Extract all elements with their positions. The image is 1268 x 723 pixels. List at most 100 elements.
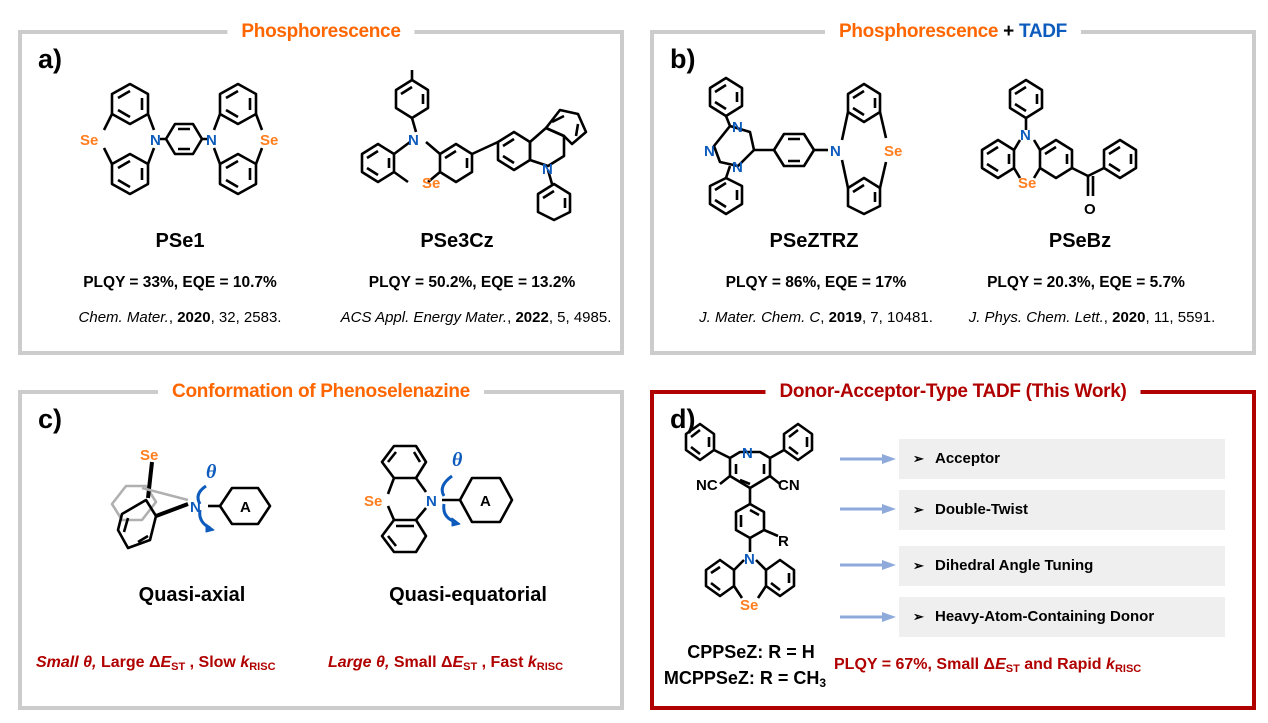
feature-label: Dihedral Angle Tuning <box>935 557 1094 574</box>
r-substituent-label: R <box>778 533 789 550</box>
ring-a-label: A <box>480 493 491 510</box>
n-atom-label: N <box>542 161 553 178</box>
desc-risc: RISC <box>536 661 564 673</box>
n-atom-label: N <box>1020 127 1031 144</box>
feature-label: Heavy-Atom-Containing Donor <box>935 608 1155 625</box>
panel-a-title: Phosphorescence <box>227 18 415 46</box>
desc-risc: RISC <box>249 661 276 673</box>
se-atom-label: Se <box>1018 175 1036 192</box>
panel-a-letter: a) <box>38 44 63 74</box>
desc-est: Small Δ <box>389 654 453 671</box>
summary-risc: RISC <box>1114 663 1142 675</box>
feature-acceptor: ➢ Acceptor <box>899 439 1225 479</box>
cppsez-structure: N NC CN R N Se <box>674 418 854 618</box>
panel-this-work: Donor-Acceptor-Type TADF (This Work) d) … <box>650 378 1256 710</box>
molecule-metrics-psebz: PLQY = 20.3%, EQE = 5.7% <box>987 274 1185 291</box>
compound-label-text: CPPSeZ: R = H <box>687 642 815 662</box>
desc-e: E <box>452 654 464 671</box>
arrow-right-icon <box>840 504 896 514</box>
se-atom-label: Se <box>740 597 758 614</box>
ref-year: 2020 <box>177 309 211 326</box>
ref-journal: J. Mater. Chem. C <box>699 309 821 326</box>
compound-cppsez: CPPSeZ: R = H <box>676 642 826 663</box>
feature-heavy-atom-donor: ➢ Heavy-Atom-Containing Donor <box>899 597 1225 637</box>
molecule-name-pse1: PSe1 <box>155 230 205 252</box>
reference-pse1: Chem. Mater., 2020, 32, 2583. <box>78 309 282 326</box>
pseztrz-structure: N N N N Se <box>690 74 950 224</box>
bullet-arrow-icon: ➢ <box>913 558 924 573</box>
summary-this-work: PLQY = 67%, Small ΔEST and Rapid kRISC <box>834 656 1141 675</box>
se-atom-label: Se <box>140 447 158 464</box>
pse1-structure: Se N N Se <box>62 74 302 214</box>
summary-st: ST <box>1005 663 1020 675</box>
summary-k: k <box>1106 656 1115 673</box>
feature-label: Acceptor <box>935 450 1001 467</box>
ref-details: , 5, 4985. <box>548 309 612 326</box>
nc-group-label: NC <box>696 477 718 494</box>
arrow-right-icon <box>840 560 896 570</box>
conformer-desc-equatorial: Large θ, Small ΔEST , Fast kRISC <box>328 654 563 673</box>
title-phosphorescence: Phosphorescence <box>839 21 999 42</box>
n-atom-label: N <box>744 551 755 568</box>
n-atom-label: N <box>742 445 753 462</box>
ref-journal: Chem. Mater. <box>78 309 169 326</box>
compound-label-sub: 3 <box>819 676 827 690</box>
ref-year: 2019 <box>828 309 862 326</box>
conformer-name-axial: Quasi-axial <box>138 584 246 606</box>
desc-rate: , Slow <box>185 654 241 671</box>
desc-k: k <box>527 654 537 671</box>
cn-group-label: CN <box>778 477 800 494</box>
n-atom-label: N <box>426 493 437 510</box>
panel-b-letter: b) <box>670 44 696 74</box>
desc-e: E <box>160 654 172 671</box>
n-atom-label: N <box>408 132 419 149</box>
psebz-structure: N Se O <box>974 76 1214 226</box>
desc-st: ST <box>171 661 186 673</box>
compound-mcppsez: MCPPSeZ: R = CH3 <box>660 668 830 690</box>
se-atom-label: Se <box>422 175 440 192</box>
desc-est: Large Δ <box>96 654 161 671</box>
se-atom-label: Se <box>260 132 278 149</box>
desc-rate: , Fast <box>477 654 528 671</box>
summary-mid: and Rapid <box>1019 656 1107 673</box>
summary-e: E <box>995 656 1006 673</box>
reference-pse3cz: ACS Appl. Energy Mater., 2022, 5, 4985. <box>340 309 612 326</box>
se-atom-label: Se <box>364 493 382 510</box>
se-atom-label: Se <box>80 132 98 149</box>
conformer-desc-axial: Small θ, Large ΔEST , Slow kRISC <box>36 654 276 673</box>
desc-st: ST <box>463 661 478 673</box>
panel-c-letter: c) <box>38 404 63 434</box>
reference-pseztrz: J. Mater. Chem. C, 2019, 7, 10481. <box>699 309 933 326</box>
bullet-arrow-icon: ➢ <box>913 451 924 466</box>
panel-phosphorescence-tadf: Phosphorescence + TADF b) N N N N Se <box>650 18 1256 355</box>
title-plus: + <box>998 21 1019 42</box>
bullet-arrow-icon: ➢ <box>913 502 924 517</box>
ref-year: 2022 <box>515 309 549 326</box>
quasi-axial-structure: Se N A θ <box>102 444 302 564</box>
feature-label: Double-Twist <box>935 501 1029 518</box>
se-atom-label: Se <box>884 143 902 160</box>
n-atom-label: N <box>704 143 715 160</box>
reference-psebz: J. Phys. Chem. Lett., 2020, 11, 5591. <box>968 309 1216 326</box>
arrow-right-icon <box>840 612 896 622</box>
ref-details: , 11, 5591. <box>1145 309 1216 326</box>
ref-journal: J. Phys. Chem. Lett. <box>968 309 1104 326</box>
summary-prefix: PLQY = 67%, Small Δ <box>834 656 996 673</box>
conformer-name-equatorial: Quasi-equatorial <box>389 584 547 606</box>
n-atom-label: N <box>150 132 161 149</box>
feature-dihedral-angle: ➢ Dihedral Angle Tuning <box>899 546 1225 586</box>
arrow-right-icon <box>840 454 896 464</box>
panel-conformation: Conformation of Phenoselenazine c) Se N … <box>18 378 624 710</box>
panel-c-title: Conformation of Phenoselenazine <box>158 378 484 406</box>
theta-symbol: θ <box>206 461 217 483</box>
panel-d-title: Donor-Acceptor-Type TADF (This Work) <box>765 378 1141 406</box>
molecule-name-pse3cz: PSe3Cz <box>420 230 494 252</box>
ref-details: , 7, 10481. <box>861 309 933 326</box>
compound-label-text: MCPPSeZ: R = CH <box>663 668 820 688</box>
ref-journal: ACS Appl. Energy Mater. <box>340 309 508 326</box>
theta-symbol: θ <box>452 449 463 471</box>
bullet-arrow-icon: ➢ <box>913 609 924 624</box>
n-atom-label: N <box>190 499 201 516</box>
ring-a-label: A <box>240 499 251 516</box>
desc-theta: Small θ, <box>36 654 97 671</box>
